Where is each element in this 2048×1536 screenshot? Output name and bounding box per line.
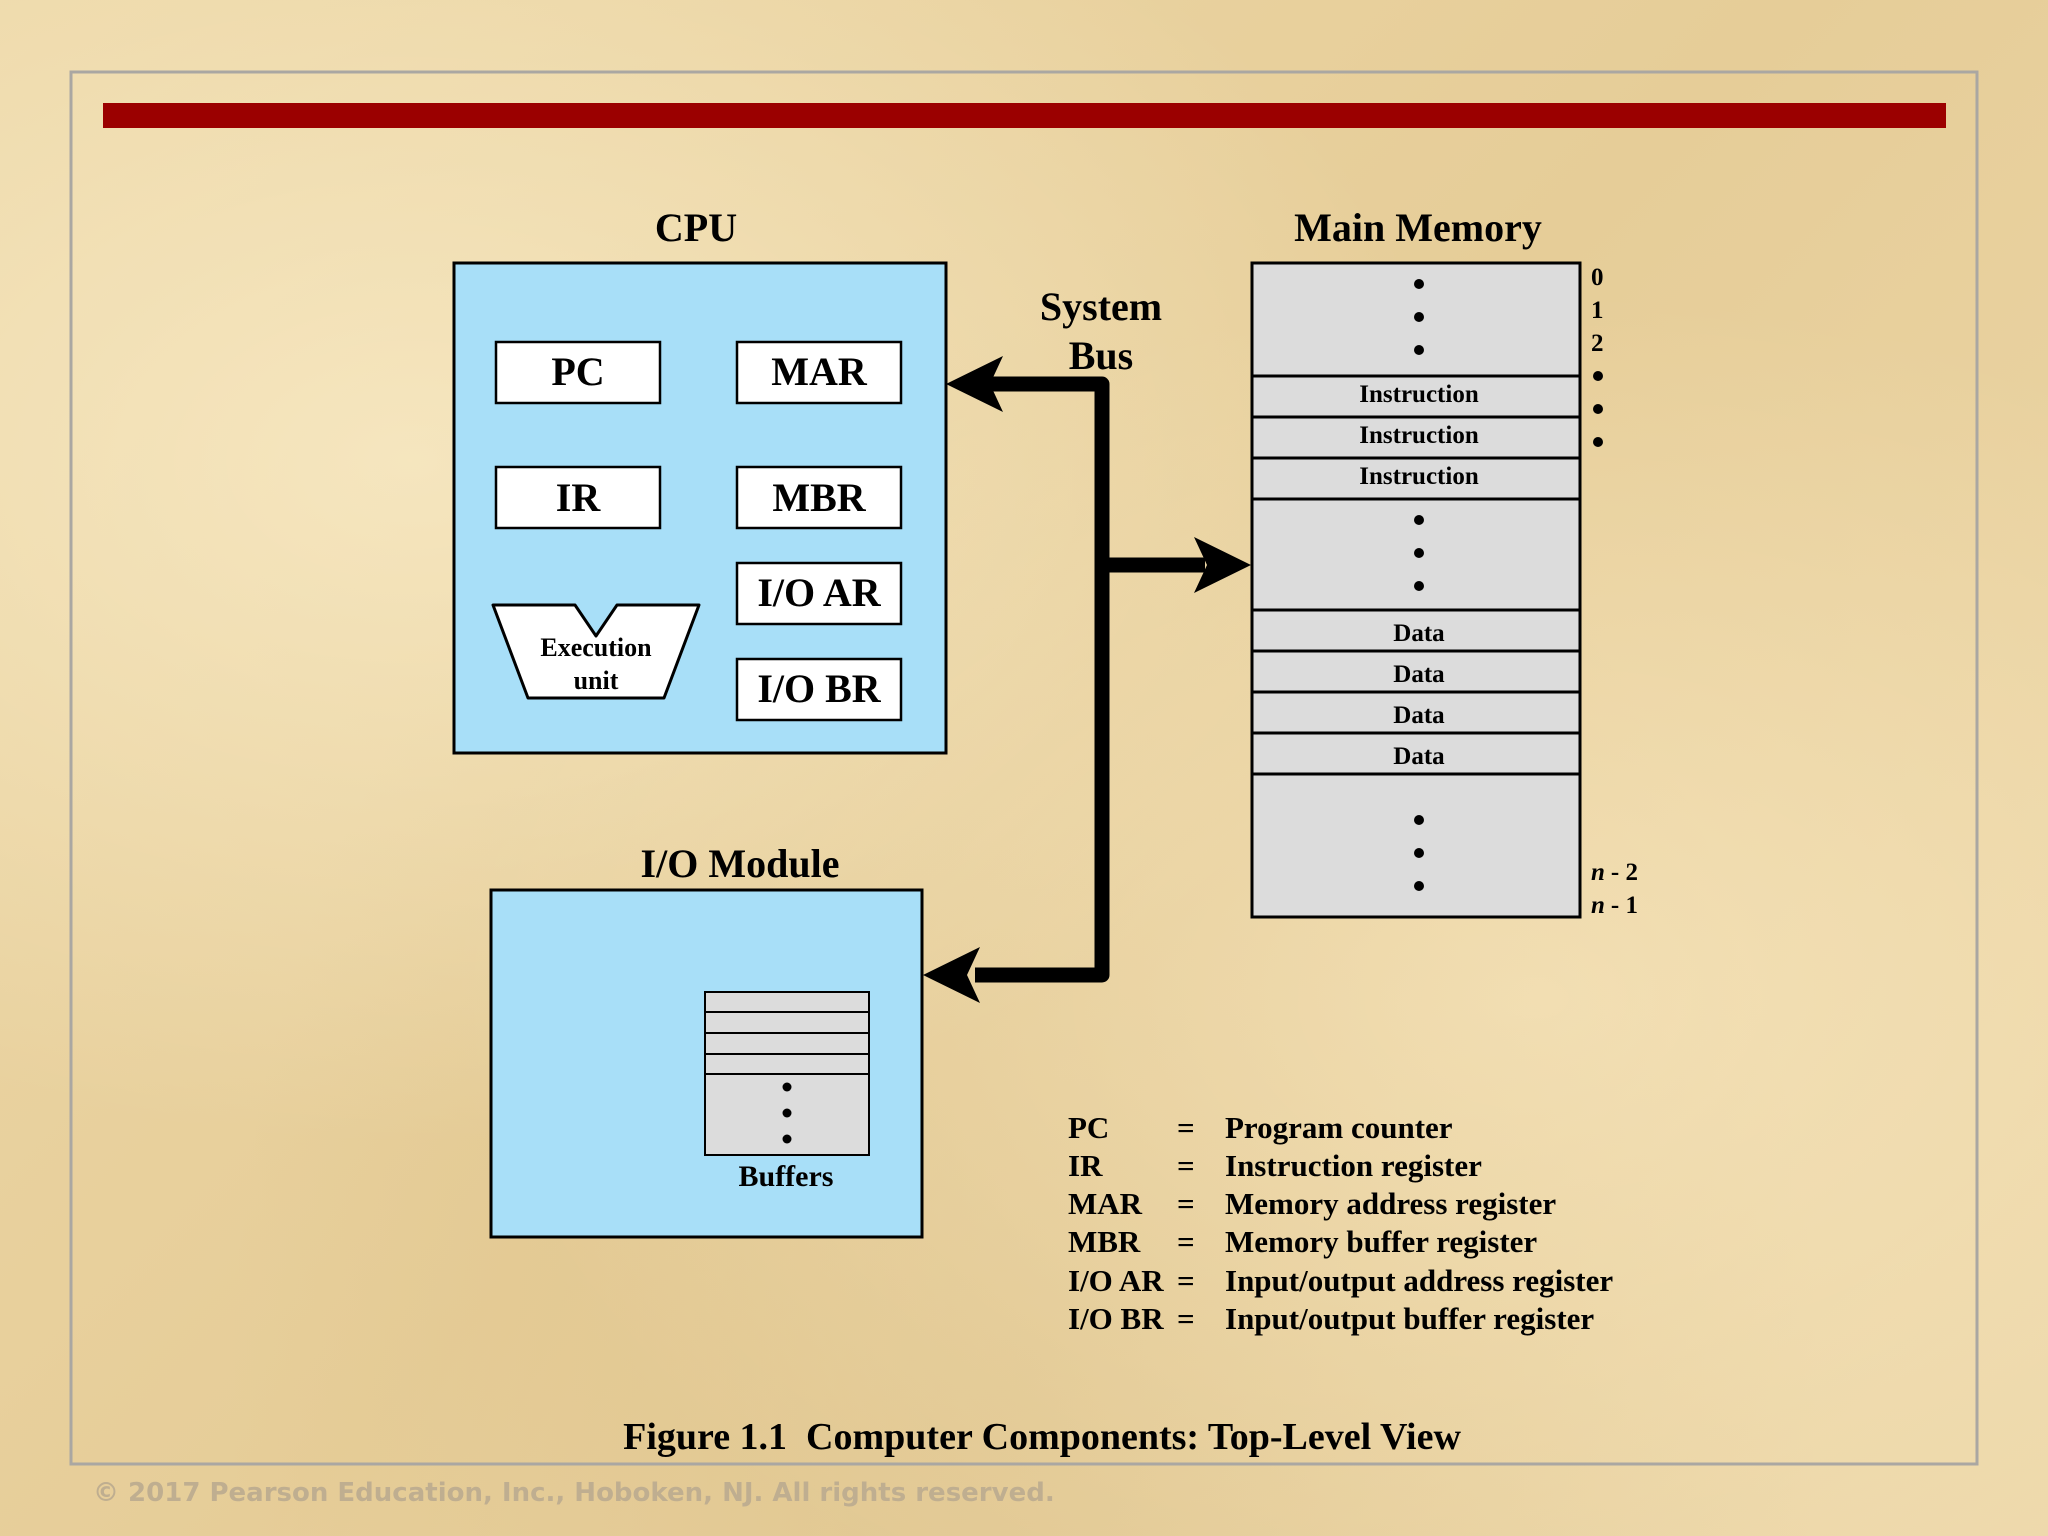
register-mbr: MBR: [735, 465, 903, 530]
memory-instruction-row: Instruction: [1359, 463, 1479, 490]
memory-address-n-minus-2: n- 2: [1591, 859, 1638, 886]
system-bus-title-2: Bus: [1069, 333, 1134, 378]
legend-equals: =: [1177, 1110, 1195, 1145]
memory-data-row: Data: [1393, 661, 1445, 688]
register-io-ar: I/O AR: [735, 561, 903, 626]
slide-frame: [69, 70, 1979, 1466]
bus-arrow-cpu: [946, 356, 1003, 412]
memory-ellipsis-top: [1414, 279, 1424, 355]
memory-data-row: Data: [1393, 620, 1445, 647]
legend-abbr: I/O AR: [1068, 1263, 1164, 1298]
register-ir-label: IR: [556, 475, 602, 520]
register-io-ar-label: I/O AR: [757, 570, 881, 615]
memory-address: 0: [1591, 264, 1604, 291]
memory-data-row: Data: [1393, 702, 1445, 729]
buffers: [704, 991, 870, 1156]
register-io-br-label: I/O BR: [757, 666, 881, 711]
memory-address-n-minus-1: n- 1: [1591, 892, 1638, 919]
address-variable-n: n: [1591, 892, 1605, 919]
register-pc: PC: [494, 340, 662, 405]
io-module-title: I/O Module: [641, 841, 840, 886]
memory-instruction-row: Instruction: [1359, 381, 1479, 408]
register-pc-label: PC: [551, 349, 604, 394]
legend-equals: =: [1177, 1186, 1195, 1221]
legend-abbr: MAR: [1068, 1186, 1143, 1221]
register-mbr-label: MBR: [772, 475, 866, 520]
legend-equals: =: [1177, 1224, 1195, 1259]
legend-equals: =: [1177, 1263, 1195, 1298]
system-bus: [975, 376, 1205, 983]
legend-desc: Input/output address register: [1225, 1263, 1613, 1298]
register-ir: IR: [494, 465, 662, 530]
address-variable-n: n: [1591, 859, 1605, 886]
register-io-br: I/O BR: [735, 657, 903, 722]
memory-address-ellipsis: [1593, 371, 1603, 447]
execution-unit: Execution unit: [491, 603, 701, 700]
memory-address: 1: [1591, 297, 1604, 324]
buffers-label: Buffers: [739, 1160, 834, 1193]
legend-desc: Input/output buffer register: [1225, 1301, 1594, 1336]
legend-abbr: I/O BR: [1068, 1301, 1164, 1336]
memory-data-row: Data: [1393, 743, 1445, 770]
address-offset-2: - 2: [1611, 859, 1638, 886]
register-mar-label: MAR: [771, 349, 868, 394]
system-bus-title-1: System: [1040, 284, 1162, 329]
memory-instruction-row: Instruction: [1359, 422, 1479, 449]
register-mar: MAR: [735, 340, 903, 405]
address-offset-1: - 1: [1611, 892, 1638, 919]
legend-desc: Memory address register: [1225, 1186, 1556, 1221]
legend-desc: Program counter: [1225, 1110, 1453, 1145]
legend-equals: =: [1177, 1148, 1195, 1183]
memory-address: 2: [1591, 330, 1604, 357]
execution-unit-label-2: unit: [574, 666, 619, 695]
legend-abbr: PC: [1068, 1110, 1109, 1145]
legend-desc: Memory buffer register: [1225, 1224, 1537, 1259]
figure-caption: Figure 1.1 Computer Components: Top-Leve…: [623, 1416, 1461, 1458]
legend: PC = Program counter IR = Instruction re…: [1068, 1110, 1613, 1336]
cpu-title: CPU: [655, 205, 737, 250]
memory-ellipsis-middle: [1414, 515, 1424, 591]
copyright-notice: © 2017 Pearson Education, Inc., Hoboken,…: [93, 1478, 1055, 1508]
bus-arrow-io: [923, 947, 980, 1003]
main-memory-title: Main Memory: [1294, 205, 1542, 250]
legend-desc: Instruction register: [1225, 1148, 1482, 1183]
execution-unit-label-1: Execution: [540, 633, 652, 662]
legend-abbr: IR: [1068, 1148, 1103, 1183]
bus-arrow-memory: [1194, 537, 1251, 593]
memory-ellipsis-bottom: [1414, 815, 1424, 891]
accent-bar: [103, 103, 1946, 128]
legend-abbr: MBR: [1068, 1224, 1141, 1259]
legend-equals: =: [1177, 1301, 1195, 1336]
